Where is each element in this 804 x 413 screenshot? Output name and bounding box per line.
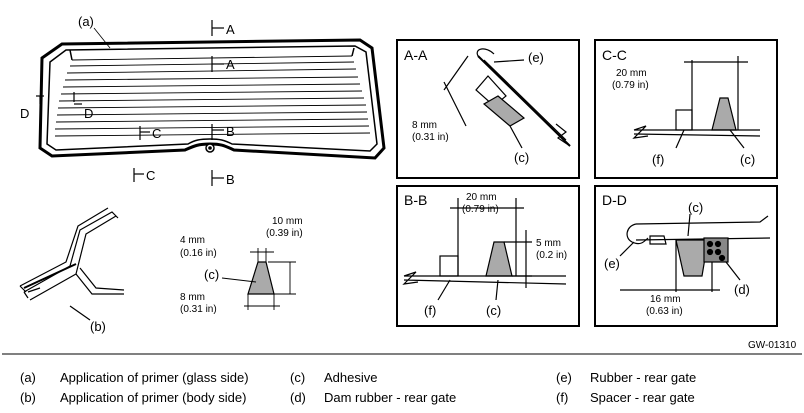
legend-text-e: Rubber - rear gate	[590, 370, 697, 385]
bb-callout-c: (c)	[486, 303, 501, 318]
bead-base-width-in-label: (0.31 in)	[180, 304, 217, 315]
aa-dim-in: (0.31 in)	[412, 132, 449, 143]
section-dd-title: D-D	[602, 192, 627, 208]
cc-callout-c: (c)	[740, 152, 755, 167]
section-mark-d-inner: D	[84, 106, 93, 121]
legend-text-d: Dam rubber - rear gate	[324, 390, 457, 405]
section-mark-b-top: B	[226, 124, 235, 139]
section-mark-b-lower: B	[226, 172, 235, 187]
section-aa-title: A-A	[404, 47, 428, 63]
bb-callout-f: (f)	[424, 303, 436, 318]
dd-dim-in: (0.63 in)	[646, 306, 683, 317]
section-mark-d-left: D	[20, 106, 29, 121]
bead-top-width-in-label: (0.16 in)	[180, 248, 217, 259]
bead-height-in-label: (0.39 in)	[266, 228, 303, 239]
cc-dim-in: (0.79 in)	[612, 80, 649, 91]
callout-a: (a)	[78, 14, 94, 29]
legend-text-b: Application of primer (body side)	[60, 390, 247, 405]
section-bb-panel	[396, 185, 580, 327]
rear-window-drawing	[36, 20, 386, 186]
bb-dim-height-in: (0.2 in)	[536, 250, 567, 261]
body-flange-drawing	[19, 207, 125, 321]
bead-top-width-label: 4 mm	[180, 235, 205, 246]
legend-text-f: Spacer - rear gate	[590, 390, 695, 405]
figure-id: GW-01310	[748, 340, 797, 351]
legend-key-e: (e)	[556, 370, 572, 385]
aa-callout-c: (c)	[514, 150, 529, 165]
legend-key-f: (f)	[556, 390, 569, 405]
dd-callout-c: (c)	[688, 200, 703, 215]
dd-callout-e: (e)	[604, 256, 620, 271]
legend: (a) Application of primer (glass side) (…	[0, 362, 804, 412]
section-aa-drawing	[443, 48, 571, 149]
aa-callout-e: (e)	[528, 50, 544, 65]
installation-diagram: (a) A A B B C C D D (b) 10 mm (0.39 in) …	[2, 14, 802, 355]
section-dd-drawing	[619, 213, 771, 292]
dd-callout-d: (d)	[734, 282, 750, 297]
bead-height-label: 10 mm	[272, 216, 303, 227]
legend-key-a: (a)	[20, 370, 36, 385]
legend-key-b: (b)	[20, 390, 36, 405]
cc-dim: 20 mm	[616, 68, 647, 79]
section-aa-panel	[396, 39, 580, 179]
bb-dim-width: 20 mm	[466, 192, 497, 203]
section-cc-title: C-C	[602, 47, 627, 63]
legend-key-c: (c)	[290, 370, 306, 385]
section-bb-drawing	[402, 198, 567, 301]
bead-callout-c: (c)	[204, 267, 219, 282]
aa-dim: 8 mm	[412, 120, 437, 131]
section-cc-panel	[594, 39, 778, 179]
cc-callout-f: (f)	[652, 152, 664, 167]
bb-dim-height: 5 mm	[536, 238, 561, 249]
legend-text-a: Application of primer (glass side)	[60, 370, 249, 385]
bead-base-width-label: 8 mm	[180, 292, 205, 303]
section-bb-title: B-B	[404, 192, 427, 208]
callout-b: (b)	[90, 319, 106, 334]
section-cc-drawing	[632, 56, 761, 149]
section-mark-a-lower: A	[226, 57, 235, 72]
legend-text-c: Adhesive	[324, 370, 378, 385]
adhesive-bead-profile	[221, 248, 296, 310]
bb-dim-width-in: (0.79 in)	[462, 204, 499, 215]
dd-dim: 16 mm	[650, 294, 681, 305]
legend-key-d: (d)	[290, 390, 306, 405]
section-mark-c-top: C	[152, 126, 161, 141]
section-mark-a-top: A	[226, 22, 235, 37]
section-mark-c-lower: C	[146, 168, 155, 183]
